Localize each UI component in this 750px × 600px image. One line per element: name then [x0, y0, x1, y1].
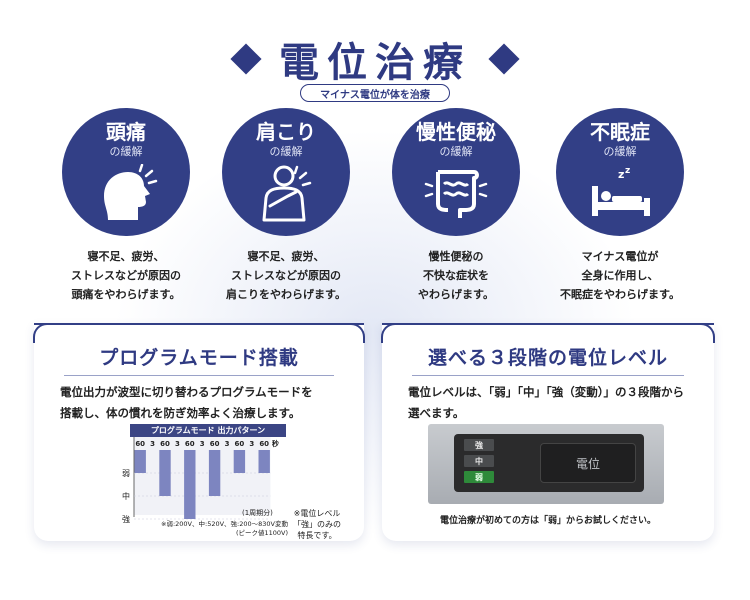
- duration-label: 60: [235, 440, 245, 448]
- device-face: 強 中 弱 電位: [454, 434, 644, 492]
- diamond-icon: [230, 43, 262, 75]
- divider: [64, 375, 334, 376]
- symptom-subtitle: の緩解: [603, 145, 637, 158]
- duration-label: 60: [160, 440, 170, 448]
- intestine-icon: [424, 170, 488, 218]
- device-note: 電位治療が初めての方は「弱」からお試しください。: [439, 516, 656, 526]
- duration-label: 60: [185, 440, 195, 448]
- symptom-title: 慢性便秘: [416, 120, 496, 144]
- duration-label: 60: [210, 440, 220, 448]
- duration-label: 3: [225, 440, 230, 448]
- potential-button[interactable]: 電位: [540, 443, 636, 483]
- level-select-panel: 選べる３段階の電位レベル 電位レベルは、「弱」「中」「強（変動）」の３段階から …: [381, 323, 715, 541]
- symptom-description: 寝不足、疲労、 ストレスなどが原因の 肩こりをやわらげます。: [226, 250, 346, 301]
- duration-label: 60: [259, 440, 269, 448]
- symptom-subtitle: の緩解: [269, 145, 303, 158]
- symptom-subtitle: の緩解: [439, 145, 473, 158]
- time-unit-label: 秒: [272, 439, 279, 448]
- level-strong-button[interactable]: 強: [464, 439, 494, 451]
- panel-text: 電位レベルは、「弱」「中」「強（変動）」の３段階から 選べます。: [408, 385, 684, 420]
- symptom-title: 肩こり: [256, 120, 316, 144]
- shoulder-stiffness-icon: [262, 165, 312, 222]
- program-mode-panel: プログラムモード搭載 電位出力が波型に切り替わるプログラムモードを 搭載し、体の…: [33, 323, 365, 541]
- duration-label: 3: [200, 440, 205, 448]
- sleep-bed-icon: z z: [592, 166, 650, 216]
- values-note: ※弱:200V、中:520V、強:200～830V変動 (ピーク値1100V): [161, 520, 288, 537]
- level-label: 中: [122, 491, 130, 501]
- svg-text:z: z: [618, 168, 624, 181]
- head-pain-icon: [104, 164, 158, 220]
- page-title: 電位治療: [279, 40, 471, 86]
- symptom-circle-insomnia: 不眠症 の緩解 z z: [556, 108, 684, 236]
- strong-level-note: ※電位レベル 「強」のみの 特長です。: [293, 509, 341, 540]
- symptom-title: 頭痛: [106, 120, 146, 144]
- symptom-subtitle: の緩解: [109, 145, 143, 158]
- pattern-bar: [208, 450, 221, 496]
- level-medium-button[interactable]: 中: [464, 455, 494, 467]
- level-label: 弱: [122, 469, 130, 478]
- duration-label: 3: [249, 440, 254, 448]
- symptom-description: 慢性便秘の 不快な症状を やわらげます。: [418, 250, 494, 301]
- pattern-bar: [258, 450, 270, 473]
- pattern-bar: [159, 450, 171, 496]
- svg-text:z: z: [625, 166, 630, 176]
- pattern-bar: [184, 450, 196, 519]
- cycle-label: (1周期分): [242, 509, 273, 517]
- divider: [412, 375, 684, 376]
- symptom-description: マイナス電位が 全身に作用し、 不眠症をやわらげます。: [560, 250, 680, 301]
- pattern-bar: [134, 450, 146, 473]
- level-weak-button[interactable]: 弱: [464, 471, 494, 483]
- duration-label: 60: [135, 440, 145, 448]
- symptom-description: 寝不足、疲労、 ストレスなどが原因の 頭痛をやわらげます。: [71, 250, 181, 301]
- symptom-title: 不眠症: [590, 120, 650, 144]
- duration-label: 3: [175, 440, 180, 448]
- pattern-bar: [233, 450, 246, 473]
- symptom-circle-headache: 頭痛 の緩解: [62, 108, 190, 236]
- header: 電位治療: [0, 30, 750, 88]
- device-control-panel: 強 中 弱 電位: [428, 424, 664, 504]
- symptom-circle-shoulder: 肩こり の緩解: [222, 108, 350, 236]
- panel-title: プログラムモード搭載: [99, 347, 299, 369]
- level-label: 強: [122, 514, 130, 524]
- chart-background: [134, 437, 271, 515]
- page-subtitle: マイナス電位が体を治療: [300, 84, 450, 102]
- symptom-circle-constipation: 慢性便秘 の緩解: [392, 108, 520, 236]
- panel-text: 電位出力が波型に切り替わるプログラムモードを 搭載し、体の慣れを防ぎ効率よく治療…: [60, 385, 313, 420]
- diamond-icon: [488, 43, 520, 75]
- chart-title: プログラムモード 出力パターン: [130, 424, 286, 437]
- duration-label: 3: [150, 440, 155, 448]
- panel-title: 選べる３段階の電位レベル: [427, 347, 668, 369]
